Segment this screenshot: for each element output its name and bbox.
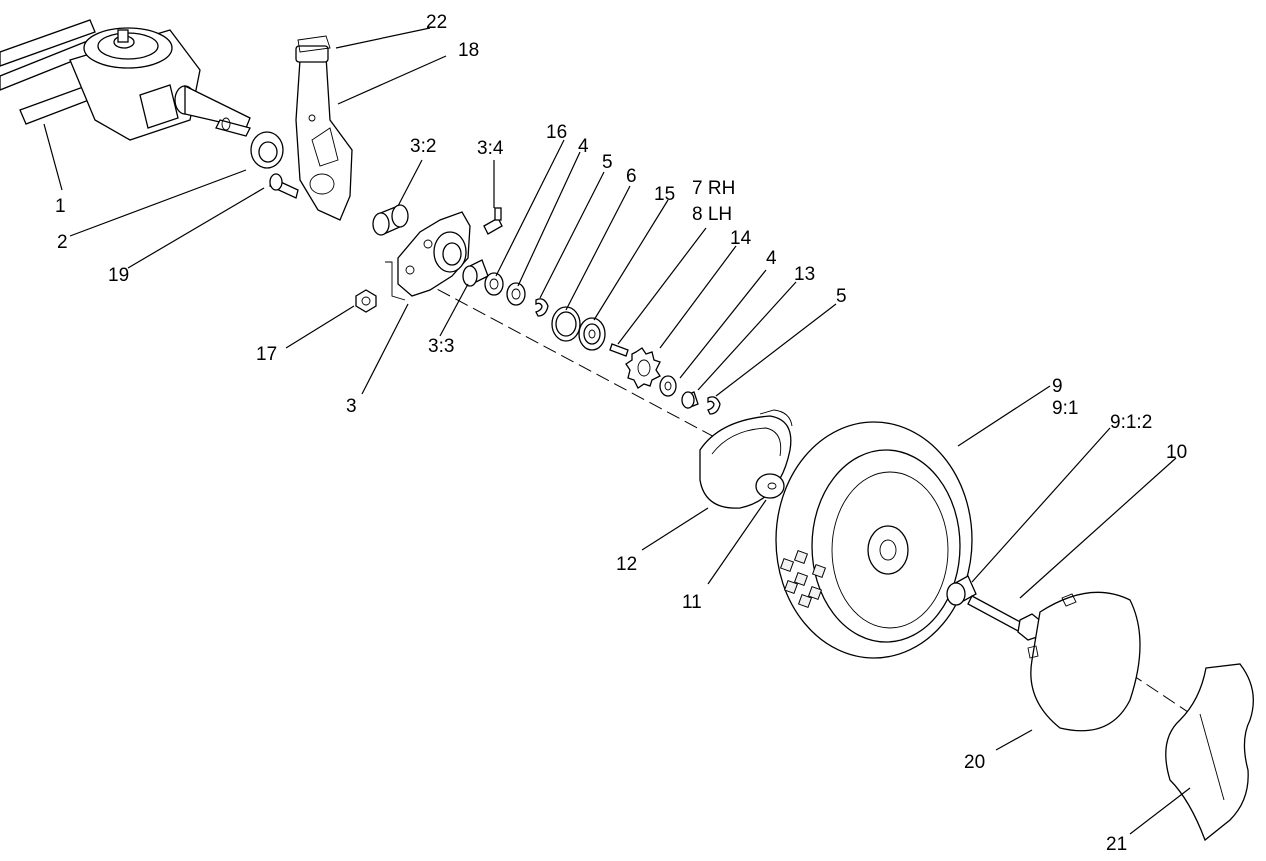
- callout-5-b: 5: [836, 286, 847, 307]
- callout-6: 6: [626, 166, 637, 187]
- callout-18: 18: [458, 40, 479, 61]
- callout-7-rh: 7 RH: [692, 178, 735, 199]
- callout-11: 11: [682, 592, 702, 613]
- ring-6: [551, 306, 581, 342]
- callout-3-2: 3:2: [410, 136, 436, 157]
- callout-3-3: 3:3: [428, 336, 454, 357]
- callout-9-1: 9:1: [1052, 398, 1078, 419]
- callout-3: 3: [346, 396, 357, 417]
- callout-5-a: 5: [602, 152, 613, 173]
- trim-21: [1165, 663, 1254, 842]
- transmission-assembly: [0, 19, 251, 141]
- wheel-9: [775, 421, 973, 659]
- callout-22: 22: [426, 12, 447, 33]
- callout-19: 19: [108, 265, 129, 286]
- spacer-13: [681, 391, 699, 409]
- pinion-gear-14: [625, 347, 661, 389]
- gear-housing-3: [385, 211, 471, 301]
- key-7-8: [609, 343, 629, 357]
- callout-15: 15: [654, 184, 675, 205]
- bushing-3-3: [462, 259, 489, 287]
- height-adjust-bracket-18: [295, 35, 353, 221]
- callout-17: 17: [256, 344, 277, 365]
- callout-16: 16: [546, 122, 567, 143]
- washer-2: [250, 131, 284, 169]
- bolt-19: [269, 173, 299, 199]
- washer-4-a: [506, 282, 526, 306]
- callout-21: 21: [1106, 834, 1127, 855]
- bearing-15: [578, 317, 606, 351]
- washer-4-b: [659, 375, 677, 397]
- washer-11: [755, 473, 785, 499]
- hub-cap-20: [1027, 591, 1141, 732]
- callout-14: 14: [730, 228, 752, 249]
- callout-4-b: 4: [766, 248, 777, 269]
- bushing-9-1-2: [946, 575, 977, 606]
- callout-2: 2: [57, 232, 68, 253]
- axle-centerline: [419, 279, 721, 441]
- callout-4-a: 4: [578, 136, 589, 157]
- callout-labels: 1 2 19 22 18 3:2 3:4 16 4 5 6 15 7 RH 8 …: [55, 12, 1187, 855]
- callout-3-4: 3:4: [477, 138, 504, 159]
- grease-fitting-3-4: [483, 207, 503, 235]
- callout-12: 12: [616, 554, 637, 575]
- washer-16: [484, 272, 504, 296]
- leader-lines: [43, 27, 1191, 835]
- callout-9: 9: [1052, 376, 1063, 397]
- callout-20: 20: [964, 752, 985, 773]
- callout-1: 1: [55, 196, 66, 217]
- callout-9-1-2: 9:1:2: [1110, 412, 1152, 433]
- callout-8-lh: 8 LH: [692, 204, 732, 225]
- e-clip-5-a: [535, 298, 549, 317]
- bolt-10: [967, 595, 1043, 641]
- nut-17: [355, 289, 377, 313]
- callout-13: 13: [794, 264, 815, 285]
- callout-10: 10: [1166, 442, 1187, 463]
- bushing-3-2: [372, 204, 409, 236]
- e-clip-5-b: [707, 396, 721, 415]
